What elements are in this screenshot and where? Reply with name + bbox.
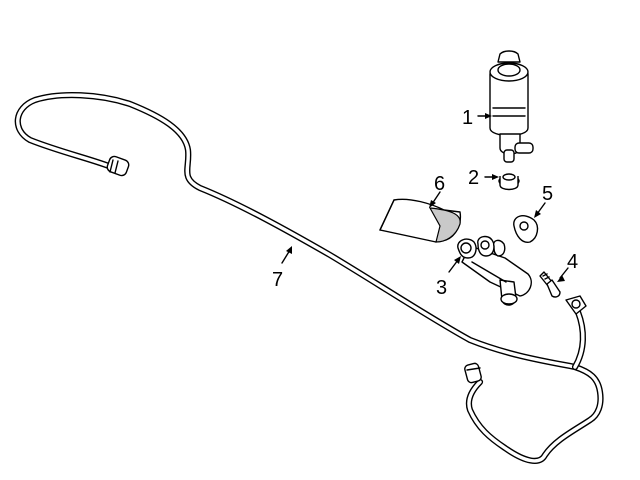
callout-6: 6 bbox=[434, 173, 445, 195]
hose-connector-right[interactable] bbox=[565, 295, 587, 315]
callout-1: 1 bbox=[462, 107, 473, 129]
hose-end-fitting-bottom[interactable] bbox=[464, 362, 482, 384]
pump-grommet[interactable] bbox=[498, 173, 520, 191]
nozzle-cap[interactable] bbox=[513, 215, 539, 243]
washer-hose[interactable] bbox=[14, 91, 604, 464]
hose-end-fitting-left[interactable] bbox=[106, 155, 130, 177]
callout-2: 2 bbox=[468, 167, 479, 189]
callout-leaders bbox=[281, 113, 569, 282]
washer-pump[interactable] bbox=[489, 50, 534, 163]
callout-5: 5 bbox=[542, 183, 553, 205]
callout-4: 4 bbox=[567, 251, 578, 273]
callout-3: 3 bbox=[436, 277, 447, 299]
nozzle-cover[interactable] bbox=[379, 198, 462, 243]
callout-7: 7 bbox=[272, 269, 283, 291]
washer-jet-assembly[interactable] bbox=[457, 235, 532, 306]
mounting-bolt[interactable] bbox=[539, 271, 561, 298]
